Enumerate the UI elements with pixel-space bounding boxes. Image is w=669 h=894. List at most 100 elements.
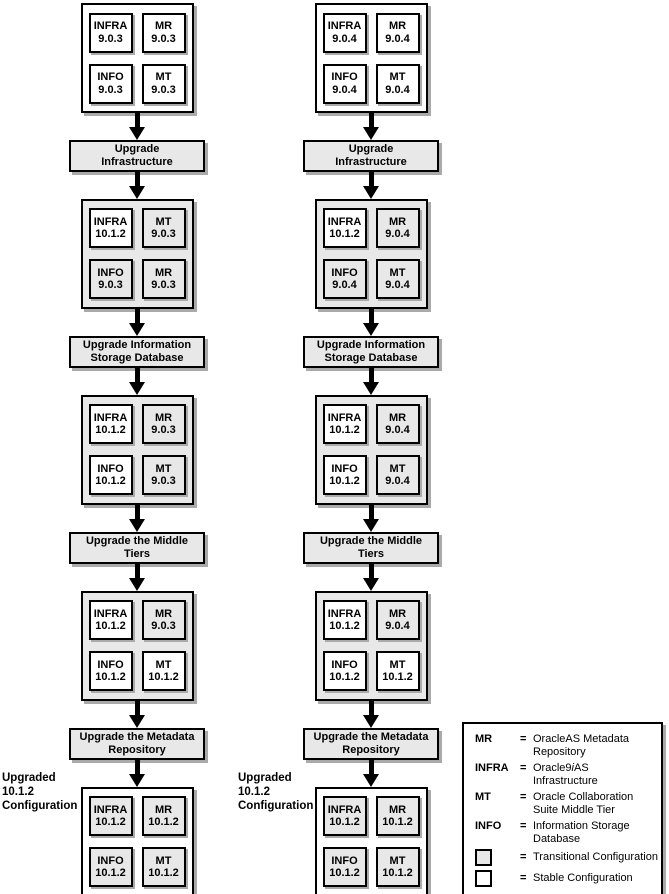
component-name-label: MR — [154, 266, 173, 279]
component-name-label: INFRA — [93, 215, 128, 228]
component-version-label: 9.0.4 — [332, 279, 357, 292]
process-step-label: Upgrade the Metadata — [313, 730, 429, 743]
component-name-label: MR — [154, 803, 173, 816]
arrow-stem — [134, 171, 140, 186]
equals-sign: = — [520, 851, 527, 864]
component-name-label: INFO — [97, 658, 124, 671]
process-step-label: Repository — [108, 743, 166, 756]
legend-key-label: INFRA — [475, 762, 509, 775]
arrow-stem — [134, 367, 140, 382]
label-line: Upgraded — [238, 772, 292, 784]
component-version-label: 9.0.4 — [385, 279, 410, 292]
legend-key-cell: INFRA — [475, 762, 520, 775]
legend-key-cell: MR — [475, 733, 520, 746]
arrow-down-icon — [363, 171, 379, 199]
legend-description-line: Repository — [533, 745, 586, 758]
label-line: Configuration — [238, 800, 314, 813]
component-version-label: 10.1.2 — [382, 867, 413, 880]
component-version-label: 10.1.2 — [382, 671, 413, 684]
component-version-label: 9.0.4 — [332, 83, 357, 96]
component-version-label: 10.1.2 — [95, 867, 126, 880]
process-step-label: Upgrade the Metadata — [79, 730, 195, 743]
process-step-label: Upgrade — [348, 143, 394, 155]
component-name-label: MT — [155, 854, 172, 867]
component-version-label: 9.0.4 — [385, 228, 410, 241]
component-version-label: 10.1.2 — [329, 816, 360, 829]
label-line: Upgraded — [2, 772, 56, 784]
component-name-label: MT — [389, 266, 406, 279]
component-name-label: MR — [388, 803, 407, 816]
stable-config-swatch-icon — [475, 870, 492, 888]
legend-description-line: OracleAS Metadata — [533, 733, 629, 745]
arrow-down-icon — [363, 367, 379, 395]
process-step-label: Upgrade the Middle — [85, 534, 189, 547]
component-version-label: 9.0.4 — [385, 424, 410, 437]
component-version-label: 9.0.3 — [151, 424, 176, 437]
label-line: 10.1.2 — [2, 786, 34, 799]
arrow-stem — [368, 171, 374, 186]
legend-row: =Transitional Configuration — [475, 849, 658, 867]
component-version-label: 10.1.2 — [329, 671, 360, 684]
component-version-label: 10.1.2 — [95, 671, 126, 684]
arrow-down-icon — [363, 563, 379, 591]
arrow-down-icon — [129, 171, 145, 199]
arrow-head — [129, 773, 145, 787]
process-step-label: Storage Database — [324, 351, 418, 364]
process-step-label: Storage Database — [90, 351, 184, 364]
component-version-label: 9.0.3 — [151, 83, 176, 96]
arrow-stem — [134, 563, 140, 578]
equals-sign: = — [520, 791, 527, 804]
process-step-label: Repository — [342, 743, 400, 756]
component-name-label: MR — [388, 607, 407, 620]
arrow-down-icon — [363, 113, 379, 140]
component-name-label: INFRA — [93, 411, 128, 424]
component-name-label: MR — [154, 19, 173, 32]
component-version-label: 9.0.4 — [385, 475, 410, 488]
transitional-config-swatch-icon — [475, 849, 492, 867]
legend-description-line: Infrastructure — [533, 775, 658, 788]
label-line: 10.1.2 — [238, 786, 270, 799]
component-version-label: 9.0.4 — [385, 620, 410, 633]
legend-text-part: Infrastructure — [533, 774, 598, 787]
component-name-label: INFRA — [327, 803, 362, 816]
arrow-stem — [134, 700, 140, 715]
component-version-label: 10.1.2 — [95, 424, 126, 437]
legend-description-line: Oracle Collaboration — [533, 791, 634, 804]
component-version-label: 9.0.3 — [151, 228, 176, 241]
process-step-label: Upgrade — [114, 143, 160, 155]
component-version-label: 9.0.4 — [385, 32, 410, 45]
arrow-down-icon — [129, 563, 145, 591]
equals-sign: = — [520, 762, 527, 775]
legend-swatch-cell — [475, 870, 520, 888]
arrow-head — [363, 322, 379, 336]
